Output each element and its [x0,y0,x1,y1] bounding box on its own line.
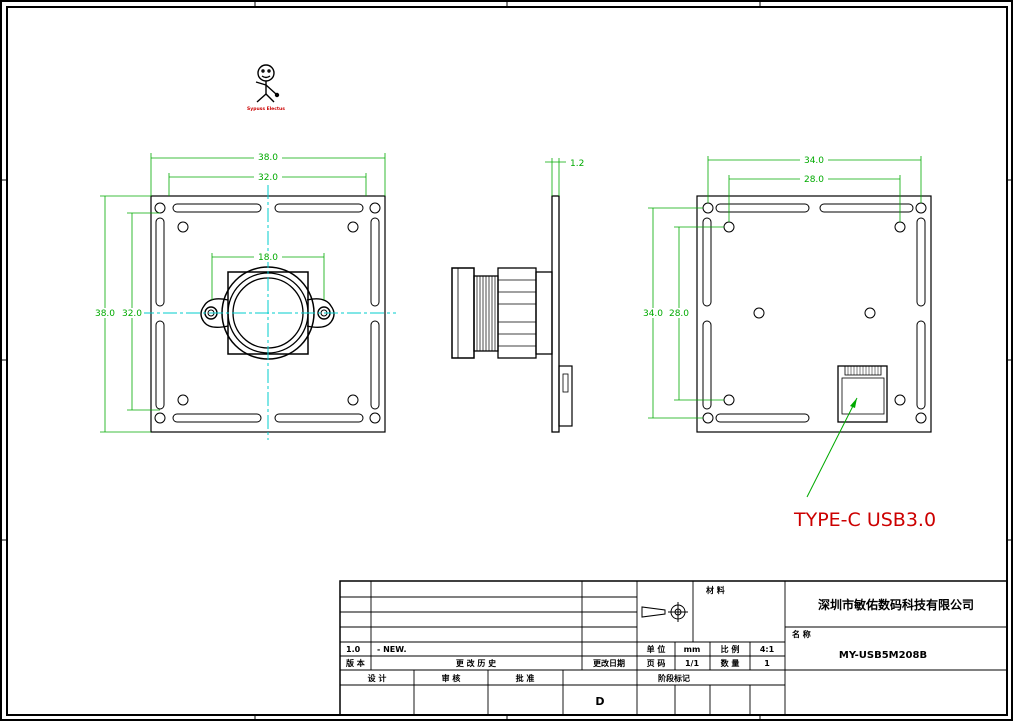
front-dim-height-inner: 32.0 [122,309,142,319]
version-number: 1.0 [346,645,361,654]
back-dim-height-outer: 34.0 [643,309,663,319]
front-dim-width-inner: 32.0 [258,173,278,183]
page-label: 页 码 [647,659,666,668]
side-view: 1.2 [451,158,584,433]
connector-label: TYPE-C USB3.0 [793,509,936,531]
back-dim-height-inner: 28.0 [669,309,689,319]
ratio-label: 比 例 [721,644,740,654]
title-block [339,580,1008,716]
side-connector [558,365,573,427]
page-value: 1/1 [685,659,699,668]
side-dimension-lines [545,158,566,196]
model-number: MY-USB5M208B [839,650,927,661]
back-mounting-holes [702,202,927,424]
connector-callout-leader [806,397,858,498]
logo-text: Sypuss Electus [247,106,285,112]
design-label: 设 计 [368,673,387,683]
side-board [551,195,560,433]
stage-value: D [595,695,604,708]
change-date-header: 更改日期 [593,658,625,668]
front-view: 38.0 32.0 18.0 38.0 32.0 [93,152,396,440]
front-board-slots [155,203,380,423]
projection-symbol-icon [641,602,688,622]
approve-label: 批 准 [516,673,535,683]
back-dim-width-inner: 28.0 [804,175,824,185]
name-label: 名 称 [792,629,811,639]
stage-label: 阶段标记 [658,673,690,683]
unit-value: mm [684,645,701,654]
front-centerlines [140,185,396,440]
change-history-header: 更 改 历 史 [456,658,497,668]
stick-figure-logo-icon [255,64,280,103]
ratio-value: 4:1 [760,645,775,654]
review-label: 审 核 [442,673,461,683]
back-dim-width-outer: 34.0 [804,156,824,166]
back-board-outline [696,195,932,433]
company-name: 深圳市敏佑数码科技有限公司 [818,597,974,612]
lens-thread [476,276,496,351]
back-dimension-lines [648,156,922,419]
back-view: 34.0 28.0 34.0 28.0 TYPE-C USB3.0 [641,155,936,531]
title-block-text: 材 料 深圳市敏佑数码科技有限公司 名 称 MY-USB5M208B 1.0 -… [345,585,974,708]
material-label: 材 料 [706,585,725,595]
type-c-connector [837,365,888,423]
company-logo: Sypuss Electus [247,64,285,112]
side-dim-thickness: 1.2 [570,159,584,169]
unit-label: 单 位 [647,644,666,654]
front-dimension-lines [100,153,386,433]
front-dim-width-outer: 38.0 [258,153,278,163]
back-board-slots [702,203,926,423]
qty-value: 1 [764,659,770,668]
version-header: 版 本 [345,658,365,668]
front-dim-height-outer: 38.0 [95,309,115,319]
front-dim-lens-mount: 18.0 [258,253,278,263]
qty-label: 数 量 [721,658,740,668]
version-note: - NEW. [377,645,406,654]
